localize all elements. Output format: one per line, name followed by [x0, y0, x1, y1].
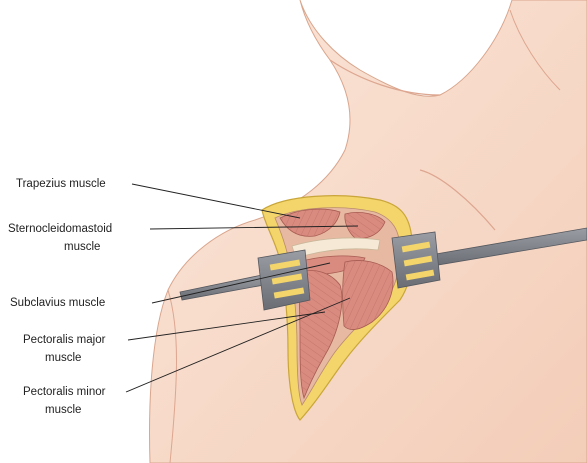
label-subclavius: Subclavius muscle	[10, 294, 105, 312]
label-trapezius-text: Trapezius muscle	[16, 178, 106, 190]
leader-scm	[149, 225, 359, 230]
shoulder-contour	[167, 289, 177, 463]
label-subclavius-text: Subclavius muscle	[10, 297, 106, 309]
retractor-right-blade	[391, 231, 441, 289]
leader-lines	[125, 183, 359, 393]
scm-fibers	[344, 212, 385, 239]
label-sternocleidomastoid: Sternocleidomastoid muscle	[8, 220, 112, 256]
pectoralis-minor-fibers	[342, 260, 394, 330]
label-pectoralis-minor: Pectoralis minor muscle	[23, 383, 105, 419]
chin-shading	[509, 9, 561, 91]
label-scm-line2: muscle	[64, 241, 101, 253]
trapezius-fibers	[280, 209, 340, 237]
neck-shading	[419, 169, 496, 231]
jaw-shading	[329, 59, 441, 96]
label-trapezius: Trapezius muscle	[16, 175, 106, 193]
label-pectoralis-major: Pectoralis major muscle	[23, 331, 105, 367]
label-scm-line1: Sternocleidomastoid	[8, 223, 113, 235]
label-pec-minor-line1: Pectoralis minor	[23, 386, 106, 398]
label-pec-major-line2: muscle	[45, 352, 82, 364]
leader-pectoralis-major	[127, 311, 326, 341]
clavicle	[291, 237, 381, 259]
label-pec-major-line1: Pectoralis major	[23, 334, 106, 346]
leader-subclavius	[151, 262, 331, 304]
leader-pectoralis-minor	[125, 297, 351, 393]
leader-trapezius	[131, 183, 301, 219]
pectoralis-major-fibers	[299, 270, 342, 398]
label-pec-minor-line2: muscle	[45, 404, 82, 416]
retractor-left-blade	[257, 249, 311, 311]
